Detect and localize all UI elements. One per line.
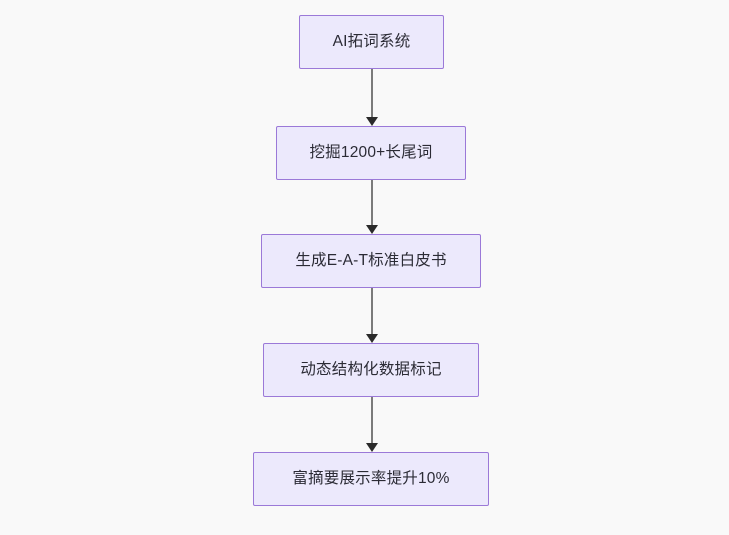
edge-line — [371, 69, 373, 118]
edge-node3-to-node4 — [366, 288, 378, 343]
edge-node2-to-node3 — [366, 180, 378, 234]
edge-node1-to-node2 — [366, 69, 378, 126]
node-label: 动态结构化数据标记 — [300, 361, 442, 379]
flowchart-node-ai-keyword-system[interactable]: AI拓词系统 — [299, 15, 444, 69]
node-label: 挖掘1200+长尾词 — [309, 144, 433, 162]
flowchart-node-mine-longtail-keywords[interactable]: 挖掘1200+长尾词 — [276, 126, 466, 180]
arrowhead-icon — [366, 225, 378, 234]
flowchart-node-generate-eat-whitepaper[interactable]: 生成E-A-T标准白皮书 — [261, 234, 481, 288]
arrowhead-icon — [366, 117, 378, 126]
flowchart-node-rich-snippet-impression-lift[interactable]: 富摘要展示率提升10% — [253, 452, 489, 506]
arrowhead-icon — [366, 334, 378, 343]
edge-line — [371, 288, 373, 335]
node-label: AI拓词系统 — [332, 33, 411, 51]
edge-node4-to-node5 — [366, 397, 378, 452]
node-label: 富摘要展示率提升10% — [292, 470, 450, 488]
edge-line — [371, 397, 373, 444]
node-label: 生成E-A-T标准白皮书 — [295, 252, 447, 270]
edge-line — [371, 180, 373, 226]
flowchart-node-dynamic-structured-data-markup[interactable]: 动态结构化数据标记 — [263, 343, 479, 397]
arrowhead-icon — [366, 443, 378, 452]
